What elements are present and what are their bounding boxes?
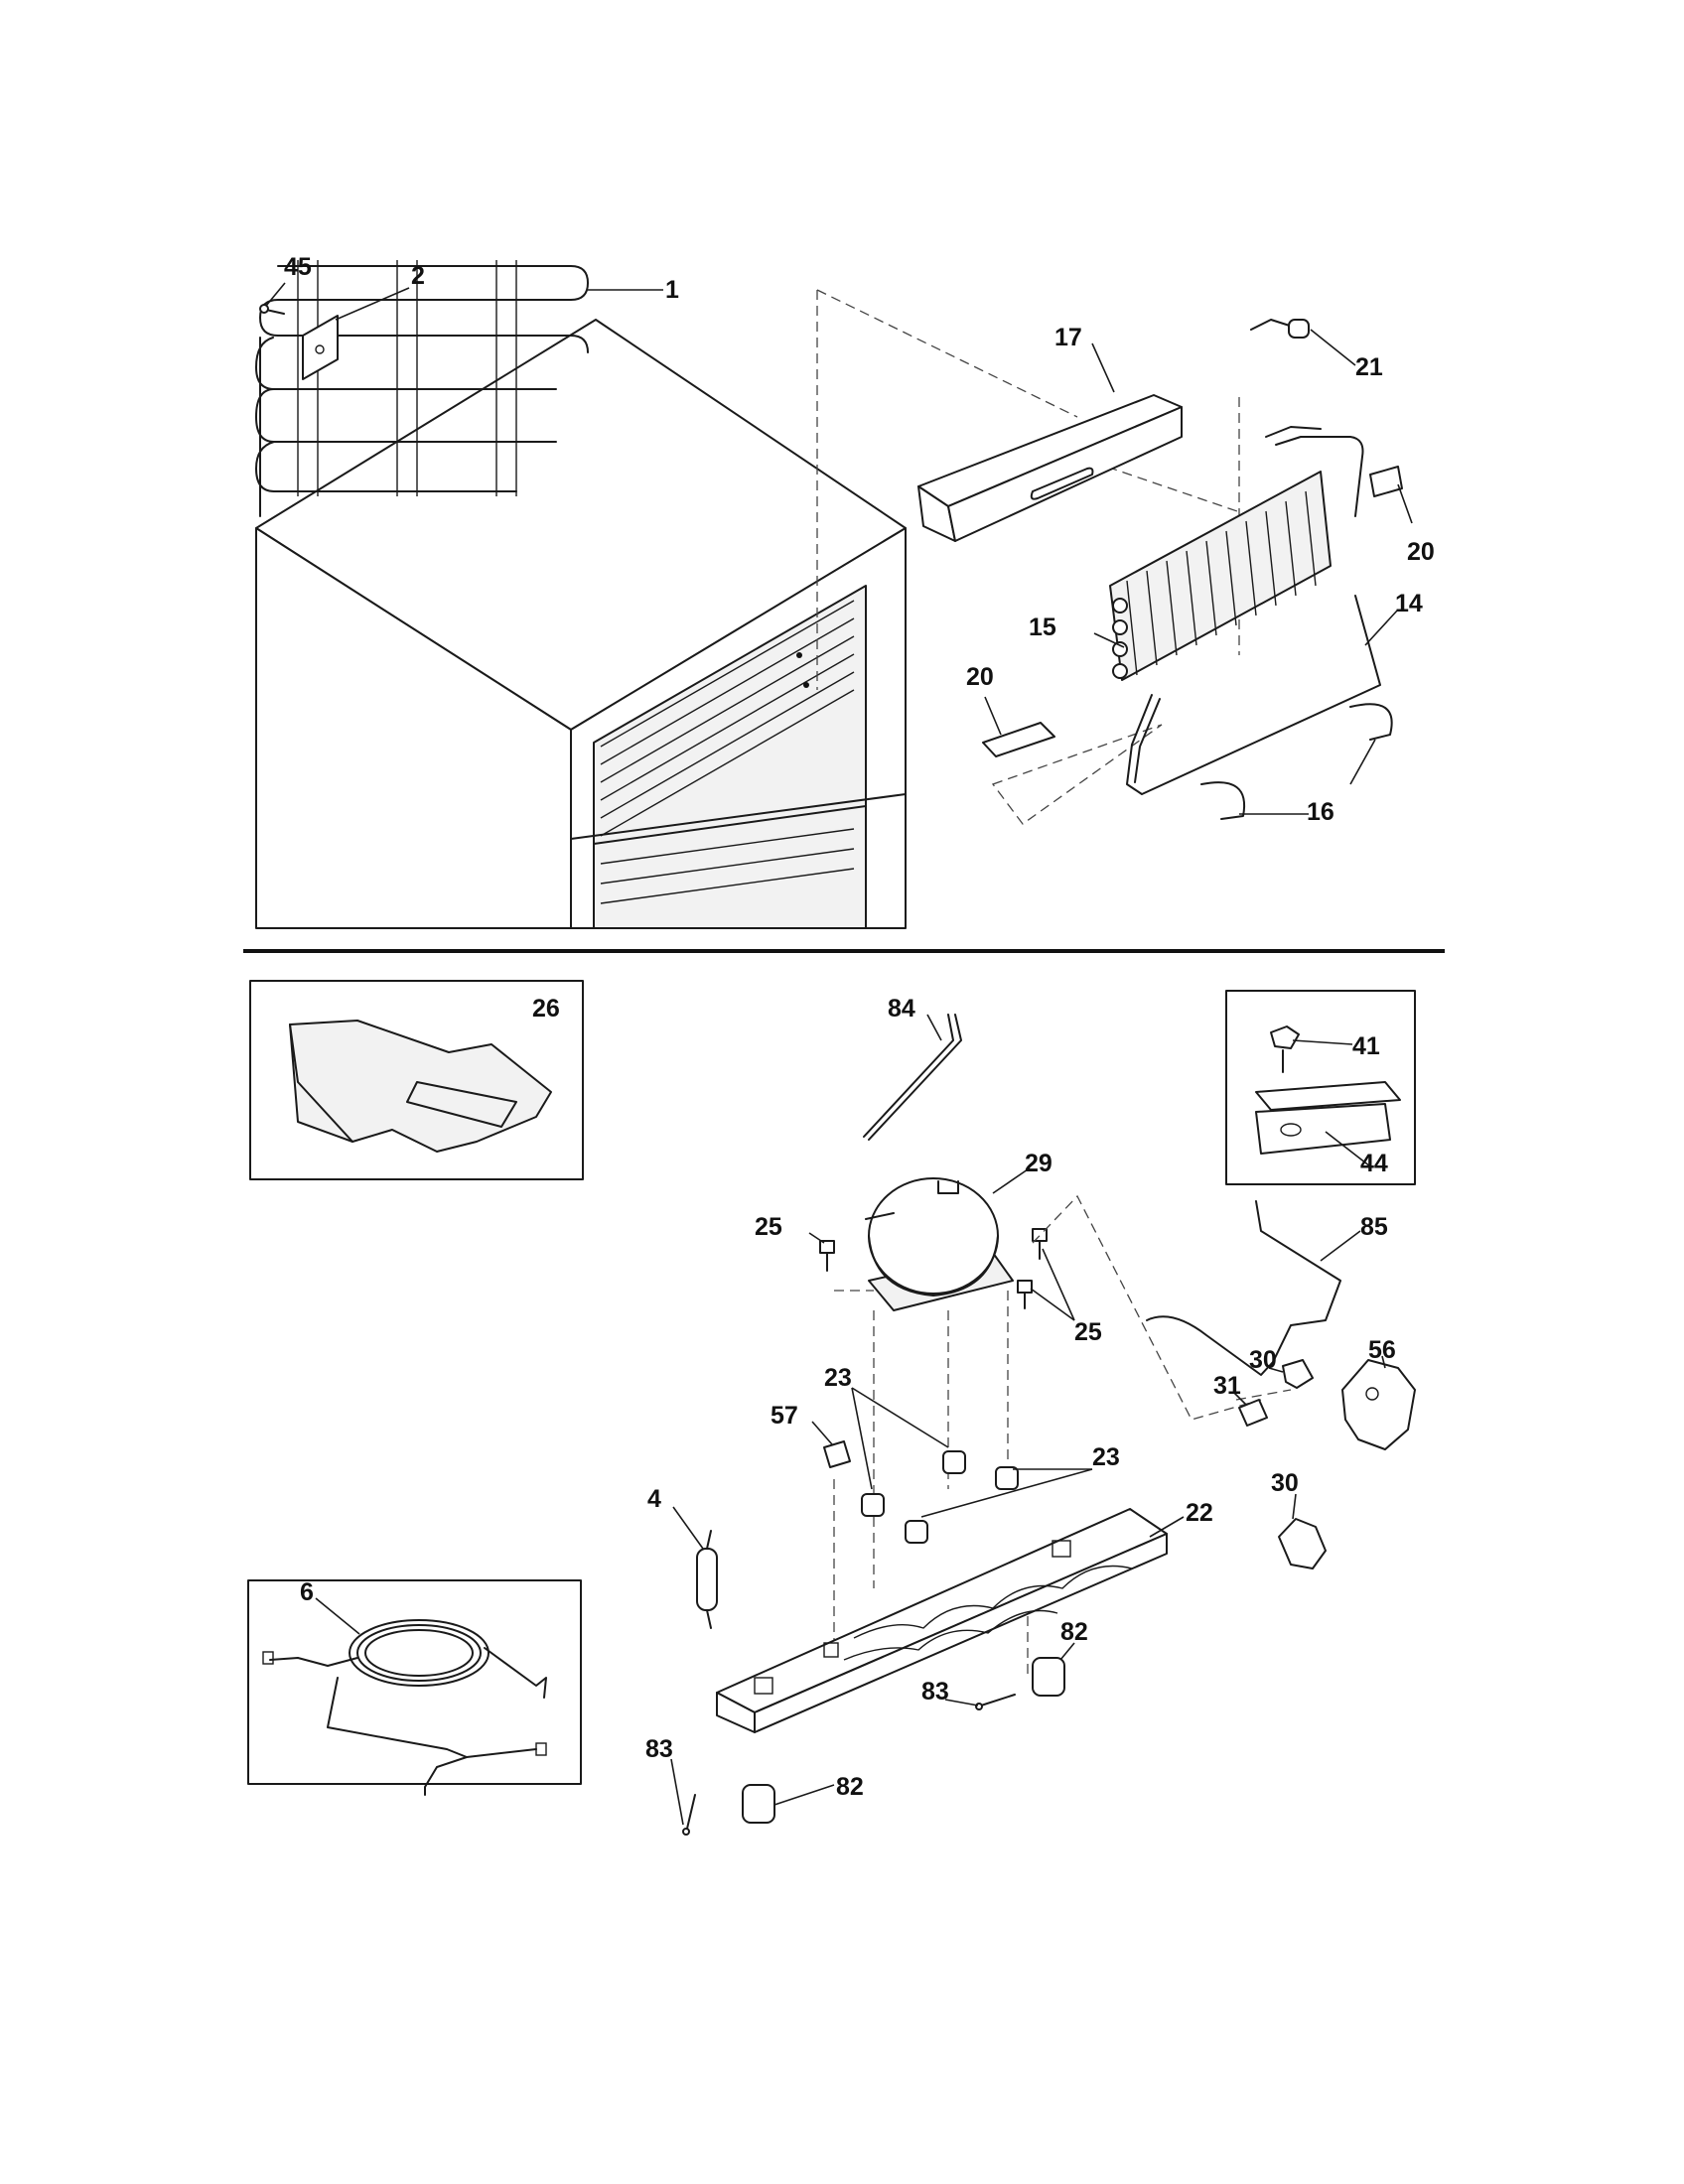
label-23-lower: 23	[1092, 1443, 1120, 1471]
label-83-lower: 83	[645, 1735, 673, 1763]
roller-upper	[1032, 1657, 1065, 1697]
label-6: 6	[300, 1578, 314, 1606]
label-56: 56	[1368, 1336, 1396, 1364]
label-17: 17	[1054, 324, 1082, 351]
cabinet	[255, 319, 907, 929]
label-25-left: 25	[755, 1213, 782, 1241]
compressor-bolt-right-lower	[1017, 1280, 1033, 1309]
relay-cover-upper	[1282, 1359, 1314, 1389]
label-20-lower: 20	[966, 663, 994, 691]
label-30-upper: 30	[1249, 1346, 1277, 1374]
grommet-4	[905, 1520, 928, 1544]
label-82-upper: 82	[1060, 1618, 1088, 1646]
drain-trough	[917, 394, 1183, 542]
tube	[863, 1014, 962, 1141]
label-41: 41	[1352, 1032, 1380, 1060]
label-57: 57	[771, 1402, 798, 1430]
label-45: 45	[284, 253, 312, 281]
label-26: 26	[532, 995, 560, 1023]
bracket-bolt	[1270, 1025, 1300, 1073]
label-29: 29	[1025, 1150, 1052, 1177]
leader-lines	[265, 282, 1413, 1826]
tubing	[1146, 1200, 1341, 1376]
grommet-1	[942, 1450, 966, 1474]
clip-upper	[1369, 466, 1403, 497]
label-4: 4	[647, 1485, 661, 1513]
heater-clip-right	[1349, 703, 1393, 741]
base-pan	[716, 1508, 1168, 1733]
label-21: 21	[1355, 353, 1383, 381]
grommet-2	[861, 1493, 885, 1517]
compressor	[865, 1177, 1014, 1311]
drain-pan-panel	[249, 980, 584, 1180]
relay-cover-lower	[1278, 1518, 1327, 1570]
label-22: 22	[1186, 1499, 1213, 1527]
condenser-bracket	[302, 315, 339, 380]
start-relay	[1341, 1359, 1416, 1450]
defrost-heater	[1126, 595, 1381, 795]
power-cord-panel	[247, 1579, 582, 1796]
grommet-3	[995, 1466, 1019, 1490]
clip-lower	[982, 722, 1055, 757]
freezer-liner-ribs	[600, 600, 855, 904]
label-20-upper: 20	[1407, 538, 1435, 566]
part-labels: 45 2 1 17 21 20 14 15 20 16 26 84 41 44 …	[284, 253, 1435, 1801]
compressor-bolt-right-upper	[1032, 1228, 1048, 1260]
compressor-bolt-left	[819, 1240, 835, 1272]
drier	[696, 1530, 718, 1629]
label-14: 14	[1395, 590, 1423, 617]
label-2: 2	[411, 262, 425, 290]
bracket-screw	[259, 304, 285, 315]
clip	[823, 1440, 851, 1468]
label-83-upper: 83	[921, 1678, 949, 1706]
label-85: 85	[1360, 1213, 1388, 1241]
roller-lower	[742, 1784, 775, 1824]
label-16: 16	[1307, 798, 1334, 826]
bracket-panel	[1225, 990, 1416, 1185]
heater-clip-left	[1200, 781, 1246, 820]
label-25-right: 25	[1074, 1318, 1102, 1346]
label-1: 1	[665, 276, 679, 304]
roller-screw-lower	[682, 1794, 696, 1836]
label-82-lower: 82	[836, 1773, 864, 1801]
defrost-thermostat	[1250, 319, 1310, 339]
label-15: 15	[1029, 614, 1056, 641]
label-23-upper: 23	[824, 1364, 852, 1392]
label-30-lower: 30	[1271, 1469, 1299, 1497]
mounting-bracket	[1255, 1081, 1401, 1155]
overload-protector	[1238, 1399, 1268, 1427]
label-84: 84	[888, 995, 915, 1023]
label-31: 31	[1213, 1372, 1241, 1400]
evaporator	[1109, 426, 1364, 681]
roller-screw-upper	[975, 1694, 1016, 1710]
label-44: 44	[1360, 1150, 1388, 1177]
